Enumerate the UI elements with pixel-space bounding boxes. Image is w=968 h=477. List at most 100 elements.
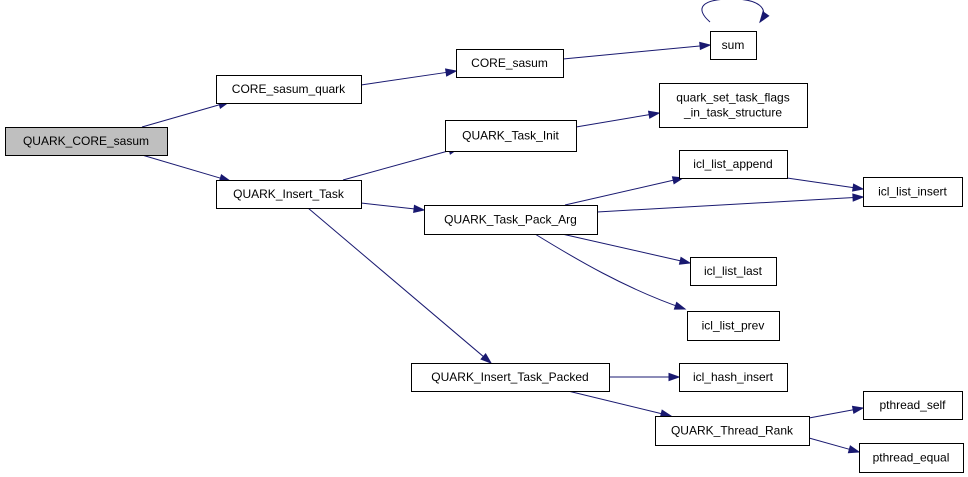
node-box [655, 416, 810, 446]
edge-core-sasum-quark-to-core-sasum-line [360, 71, 448, 86]
edge-quark-task-pack-arg-to-icl-list-append [564, 176, 685, 206]
node-box [863, 391, 963, 420]
edge-quark-insert-task-to-quark-insert-task-packed-arrowhead [480, 353, 493, 364]
edge-quark-task-pack-arg-to-icl-list-append-line [564, 179, 675, 206]
edge-quark-insert-task-to-quark-insert-task-packed [307, 207, 493, 364]
edge-quark-insert-task-to-quark-insert-task-packed-line [307, 207, 485, 358]
node-icl-list-prev[interactable]: icl_list_prev [687, 311, 780, 341]
node-box [687, 311, 780, 341]
node-box [859, 443, 964, 473]
node-label: CORE_sasum_quark [232, 82, 346, 96]
node-label: icl_list_prev [702, 319, 765, 333]
node-label: QUARK_Insert_Task [233, 187, 345, 201]
node-box [424, 205, 598, 235]
edge-quark-thread-rank-to-pthread-equal-line [808, 437, 851, 451]
node-quark-set-task-flags-in-task-structure[interactable]: quark_set_task_flags_in_task_structure [659, 83, 808, 128]
edge-quark-insert-task-packed-to-icl-hash-insert-arrowhead [668, 372, 681, 382]
node-label: QUARK_Insert_Task_Packed [431, 370, 588, 384]
node-box [411, 363, 610, 392]
edge-quark-task-pack-arg-to-icl-list-last-line [561, 233, 682, 262]
node-box [659, 83, 808, 128]
node-icl-hash-insert[interactable]: icl_hash_insert [679, 363, 788, 392]
edge-quark-task-init-to-quark-set-task-flags-in-task-structure [575, 110, 661, 128]
node-quark-insert-task[interactable]: QUARK_Insert_Task [216, 180, 362, 209]
node-label: icl_list_last [704, 264, 763, 278]
edges-layer [141, 0, 865, 454]
node-box [863, 177, 963, 207]
node-quark-thread-rank[interactable]: QUARK_Thread_Rank [655, 416, 810, 446]
edge-quark-task-pack-arg-to-icl-list-insert-arrowhead [852, 193, 865, 202]
node-quark-insert-task-packed[interactable]: QUARK_Insert_Task_Packed [411, 363, 610, 392]
edge-quark-thread-rank-to-pthread-self-line [808, 409, 855, 419]
node-box [710, 31, 757, 60]
edge-icl-list-append-to-icl-list-insert [786, 177, 865, 192]
edge-core-sasum-quark-to-core-sasum [360, 68, 458, 86]
edge-quark-core-sasum-to-core-sasum-quark-line [141, 104, 221, 128]
edge-sum-to-sum [701, 0, 770, 24]
node-quark-core-sasum[interactable]: QUARK_CORE_sasum [5, 127, 168, 156]
node-label: QUARK_Thread_Rank [671, 424, 794, 438]
node-label: pthread_equal [873, 451, 950, 465]
node-box [679, 150, 788, 179]
edge-quark-thread-rank-to-pthread-equal-arrowhead [847, 445, 861, 454]
edge-quark-thread-rank-to-pthread-equal [808, 437, 861, 454]
edge-quark-core-sasum-to-core-sasum-quark [141, 100, 231, 128]
node-label: icl_list_insert [878, 185, 947, 199]
edge-quark-insert-task-packed-to-quark-thread-rank-line [567, 390, 663, 415]
node-box [690, 257, 777, 286]
node-pthread-equal[interactable]: pthread_equal [859, 443, 964, 473]
edge-icl-list-append-to-icl-list-insert-line [786, 177, 855, 189]
node-box [216, 180, 362, 209]
edge-sum-to-sum-line [701, 0, 764, 23]
node-box [679, 363, 788, 392]
edge-quark-insert-task-packed-to-quark-thread-rank [567, 390, 673, 418]
edge-quark-thread-rank-to-pthread-self-arrowhead [851, 405, 865, 415]
edge-icl-list-append-to-icl-list-insert-arrowhead [852, 183, 865, 192]
edge-quark-insert-task-to-quark-task-pack-arg-line [360, 202, 416, 210]
node-icl-list-last[interactable]: icl_list_last [690, 257, 777, 286]
node-label: sum [722, 38, 745, 52]
edge-quark-task-pack-arg-to-icl-list-prev-line [534, 233, 686, 310]
node-sum[interactable]: sum [710, 31, 757, 60]
node-label: quark_set_task_flags [676, 91, 789, 105]
node-label: pthread_self [879, 398, 946, 412]
edge-core-sasum-to-sum-arrowhead [699, 41, 712, 51]
edge-quark-task-pack-arg-to-icl-list-insert-line [596, 197, 855, 213]
edge-quark-insert-task-to-quark-task-init-line [342, 149, 451, 181]
node-icl-list-insert[interactable]: icl_list_insert [863, 177, 963, 207]
node-label: QUARK_Task_Pack_Arg [444, 213, 577, 227]
node-label: QUARK_CORE_sasum [23, 134, 149, 148]
node-quark-task-init[interactable]: QUARK_Task_Init [445, 120, 577, 152]
node-core-sasum-quark[interactable]: CORE_sasum_quark [216, 75, 362, 104]
edge-quark-task-pack-arg-to-icl-list-prev-arrowhead [673, 301, 687, 310]
node-icl-list-append[interactable]: icl_list_append [679, 150, 788, 179]
node-label: icl_list_append [693, 157, 772, 171]
node-label: QUARK_Task_Init [462, 129, 559, 143]
node-core-sasum[interactable]: CORE_sasum [456, 49, 564, 78]
edge-quark-task-init-to-quark-set-task-flags-in-task-structure-arrowhead [647, 110, 661, 119]
edge-quark-task-init-to-quark-set-task-flags-in-task-structure-line [575, 114, 651, 128]
edge-core-sasum-quark-to-core-sasum-arrowhead [444, 68, 458, 77]
edge-quark-task-pack-arg-to-icl-list-prev [534, 233, 687, 310]
edge-quark-core-sasum-to-quark-insert-task-line [141, 154, 222, 179]
node-box [456, 49, 564, 78]
edge-core-sasum-to-sum-line [562, 45, 702, 60]
node-pthread-self[interactable]: pthread_self [863, 391, 963, 420]
node-quark-task-pack-arg[interactable]: QUARK_Task_Pack_Arg [424, 205, 598, 235]
node-label: icl_hash_insert [693, 370, 774, 384]
edge-quark-insert-task-to-quark-task-pack-arg-arrowhead [413, 204, 426, 214]
edge-quark-task-pack-arg-to-icl-list-last-arrowhead [678, 256, 692, 265]
edge-quark-core-sasum-to-quark-insert-task [141, 154, 232, 183]
edge-core-sasum-to-sum [562, 41, 712, 60]
edge-quark-insert-task-to-quark-task-init [342, 146, 461, 181]
edge-quark-insert-task-to-quark-task-pack-arg [360, 202, 426, 214]
edge-quark-task-pack-arg-to-icl-list-last [561, 233, 692, 265]
edge-quark-insert-task-packed-to-icl-hash-insert [609, 372, 681, 382]
edge-sum-to-sum-arrowhead [759, 11, 770, 24]
edge-quark-thread-rank-to-pthread-self [808, 405, 865, 419]
node-box [5, 127, 168, 156]
node-box [445, 120, 577, 152]
nodes-layer: QUARK_CORE_sasum CORE_sasum_quarkQUARK_In… [5, 31, 964, 473]
